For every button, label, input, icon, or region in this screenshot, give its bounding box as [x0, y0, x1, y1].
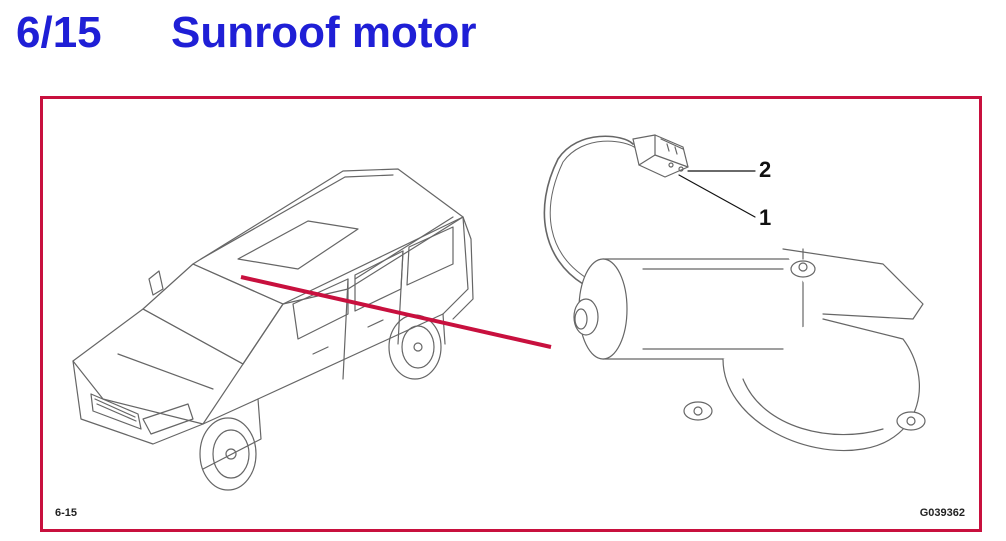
page-header: 6/15 Sunroof motor	[16, 8, 477, 68]
callout-label-2: 2	[759, 157, 772, 182]
section-number: 6/15	[16, 8, 102, 57]
figure-frame: 2 1 6-15 G039362	[40, 96, 982, 532]
callout-label-1: 1	[759, 205, 772, 230]
page-reference: 6-15	[55, 507, 78, 519]
figure-id: G039362	[919, 507, 965, 519]
page-title: Sunroof motor	[171, 8, 477, 57]
motor-drawing	[543, 134, 926, 452]
car-drawing	[72, 168, 474, 491]
callout-1-leader	[678, 174, 756, 218]
sunroof-motor-illustration	[72, 134, 926, 491]
location-pointer-line	[240, 275, 552, 349]
